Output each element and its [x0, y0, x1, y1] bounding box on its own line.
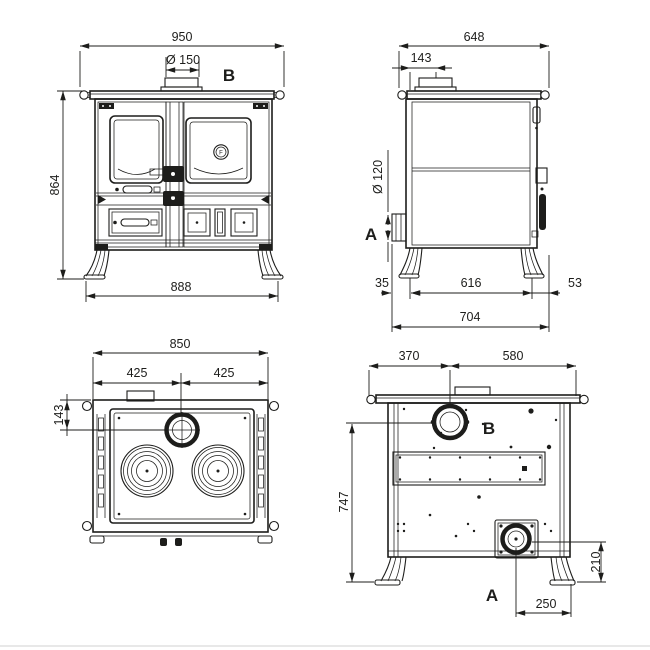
top-burner-left — [120, 444, 174, 498]
side-stove-art — [391, 77, 550, 279]
top-flue-opening — [164, 412, 200, 448]
side-top-rail — [406, 90, 542, 100]
front-view: 950 Ø 150 B 864 888 — [48, 30, 285, 302]
side-dim-overall-depth: 648 — [398, 30, 550, 88]
rear-outlet-label-A: A — [486, 586, 498, 605]
rear-flue-label-B: B — [483, 419, 495, 438]
rear-legs — [374, 556, 576, 586]
rear-vent — [454, 386, 491, 396]
side-outlet-diameter-value: Ø 120 — [371, 160, 385, 194]
side-rear-outlet — [391, 213, 407, 242]
front-flue-diameter-value: Ø 150 — [166, 53, 200, 67]
top-dim-overall-width: 850 — [92, 337, 269, 399]
top-flue-offset-value: 143 — [52, 405, 66, 426]
front-dim-base-width: 888 — [85, 280, 279, 302]
top-view: 850 425 425 143 — [52, 337, 280, 546]
front-mid-band — [96, 192, 271, 206]
front-base-width-value: 888 — [171, 280, 192, 294]
side-legs — [398, 247, 545, 279]
rear-dim-outlet-offset: 250 — [515, 548, 572, 617]
front-oven-window: F — [185, 117, 252, 184]
rear-flue-offset-left-value: 370 — [399, 349, 420, 363]
top-burner-right — [191, 444, 245, 498]
front-ash-drawer — [108, 208, 163, 237]
side-flue-collar — [418, 77, 453, 88]
side-rail-knob-rear — [397, 90, 407, 100]
top-knob-rear-left — [81, 400, 93, 412]
rear-outlet-offset-value: 250 — [536, 597, 557, 611]
front-top-rail — [89, 90, 275, 100]
top-knob-front-left — [81, 520, 93, 532]
top-left-half-value: 425 — [127, 366, 148, 380]
side-dim-flue-offset: 143 — [392, 51, 452, 90]
front-legs — [83, 249, 284, 280]
side-hinge — [532, 106, 541, 124]
front-rail-knob-left — [79, 90, 89, 100]
rear-rail-knob-left — [366, 394, 376, 405]
rear-stove-art — [366, 386, 589, 586]
top-cooktop — [109, 408, 255, 524]
front-firebox-handle — [115, 185, 161, 194]
top-side-rail-left — [96, 414, 106, 518]
front-stove-art: F — [79, 77, 285, 280]
top-front-edge — [89, 535, 273, 546]
top-knob-rear-right — [268, 400, 280, 412]
side-flue-offset-value: 143 — [411, 51, 432, 65]
rear-heat-shield — [392, 451, 546, 486]
side-front-details — [531, 106, 548, 238]
side-rear-clearance-value: 35 — [375, 276, 389, 290]
side-overall-depth-value: 648 — [464, 30, 485, 44]
side-leg-spacing-value: 616 — [461, 276, 482, 290]
front-overall-width-value: 950 — [172, 30, 193, 44]
top-dim-flue-offset: 143 — [52, 394, 167, 436]
rear-dim-flue-offsets: 370 580 — [368, 349, 577, 411]
rear-view: 370 580 — [337, 349, 606, 617]
side-rail-knob-front — [540, 90, 550, 100]
front-body — [94, 98, 273, 251]
front-firebox-window — [109, 115, 164, 184]
top-side-rail-right — [256, 414, 266, 518]
front-rail-knob-right — [275, 90, 285, 100]
side-outlet-label-A: A — [365, 225, 377, 244]
rear-overall-height-value: 747 — [337, 492, 351, 513]
top-stove-art — [81, 390, 280, 546]
front-overall-height-value: 864 — [48, 175, 62, 196]
front-dim-overall-height: 864 — [48, 90, 84, 280]
rear-top-rail — [375, 394, 581, 404]
rear-body — [387, 402, 571, 558]
front-dim-overall-width: 950 — [79, 30, 285, 87]
front-lower-panels — [183, 208, 258, 237]
side-dim-base-depth: 704 — [391, 310, 549, 330]
side-base-depth-value: 704 — [460, 310, 481, 324]
rear-outlet-height-value: 210 — [589, 552, 603, 573]
rear-screws — [396, 407, 558, 538]
rear-lower-outlet — [494, 519, 539, 559]
oven-thermometer-mark: F — [219, 151, 223, 157]
front-dim-flue-diameter: Ø 150 — [165, 53, 200, 77]
top-overall-width-value: 850 — [170, 337, 191, 351]
rear-rail-knob-right — [579, 394, 589, 405]
side-dim-base-row: 35 616 53 — [375, 244, 582, 332]
rear-dim-overall-height: 747 — [337, 422, 433, 583]
side-door-handle — [539, 194, 546, 230]
rear-flue-hole — [430, 403, 470, 441]
rear-flue-offset-right-value: 580 — [503, 349, 524, 363]
front-flue-collar — [164, 77, 199, 88]
side-handle-bracket — [535, 167, 548, 184]
front-oven-door — [183, 101, 270, 248]
side-front-clearance-value: 53 — [568, 276, 582, 290]
front-center-bar — [149, 101, 184, 248]
top-knob-front-right — [268, 520, 280, 532]
top-right-half-value: 425 — [214, 366, 235, 380]
footer-divider — [0, 645, 650, 647]
rear-dim-outlet-height: 210 — [532, 541, 606, 583]
side-body — [405, 98, 538, 249]
top-plate — [92, 399, 269, 533]
top-rear-vent — [126, 390, 155, 402]
front-flue-label-B: B — [223, 66, 235, 85]
side-view: 648 143 — [365, 30, 582, 332]
side-dim-outlet-diameter: Ø 120 — [371, 150, 391, 262]
